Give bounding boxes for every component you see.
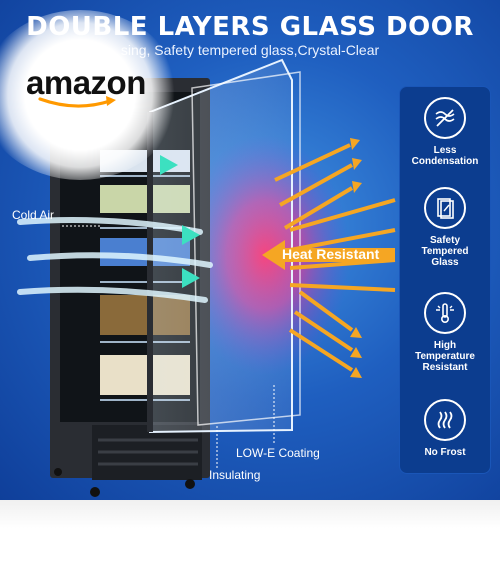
subheadline: sing, Safety tempered glass,Crystal-Clea…: [120, 42, 380, 58]
amazon-smile-icon: [38, 96, 116, 108]
no-condensation-icon: [424, 97, 466, 139]
bottom-strip: [0, 500, 500, 571]
glass-layer-inner: [191, 71, 301, 426]
heat-resistant-arrow: [262, 240, 395, 270]
thermometer-icon: [424, 292, 466, 334]
heat-waves-icon: [424, 399, 466, 441]
wheel: [54, 468, 62, 476]
logo-glow: [0, 10, 180, 180]
tempered-glass-icon: [424, 187, 466, 229]
wheel: [185, 479, 195, 489]
insulating-label: Insulating: [209, 468, 261, 482]
heat-resistant-label: Heat Resistant: [282, 246, 380, 262]
wheel: [90, 487, 100, 497]
heat-arrows: [274, 138, 396, 378]
product-image: DOUBLE LAYERS GLASS DOOR sing, Safety te…: [0, 0, 500, 500]
feature-no-frost: No Frost: [400, 399, 490, 458]
airflow-arrowheads: [160, 155, 200, 288]
amazon-logo: amazon: [26, 64, 146, 101]
cold-air-label: Cold Air: [12, 208, 55, 222]
cold-air-arrows: [17, 216, 213, 303]
low-e-coating-label: LOW-E Coating: [236, 446, 320, 460]
